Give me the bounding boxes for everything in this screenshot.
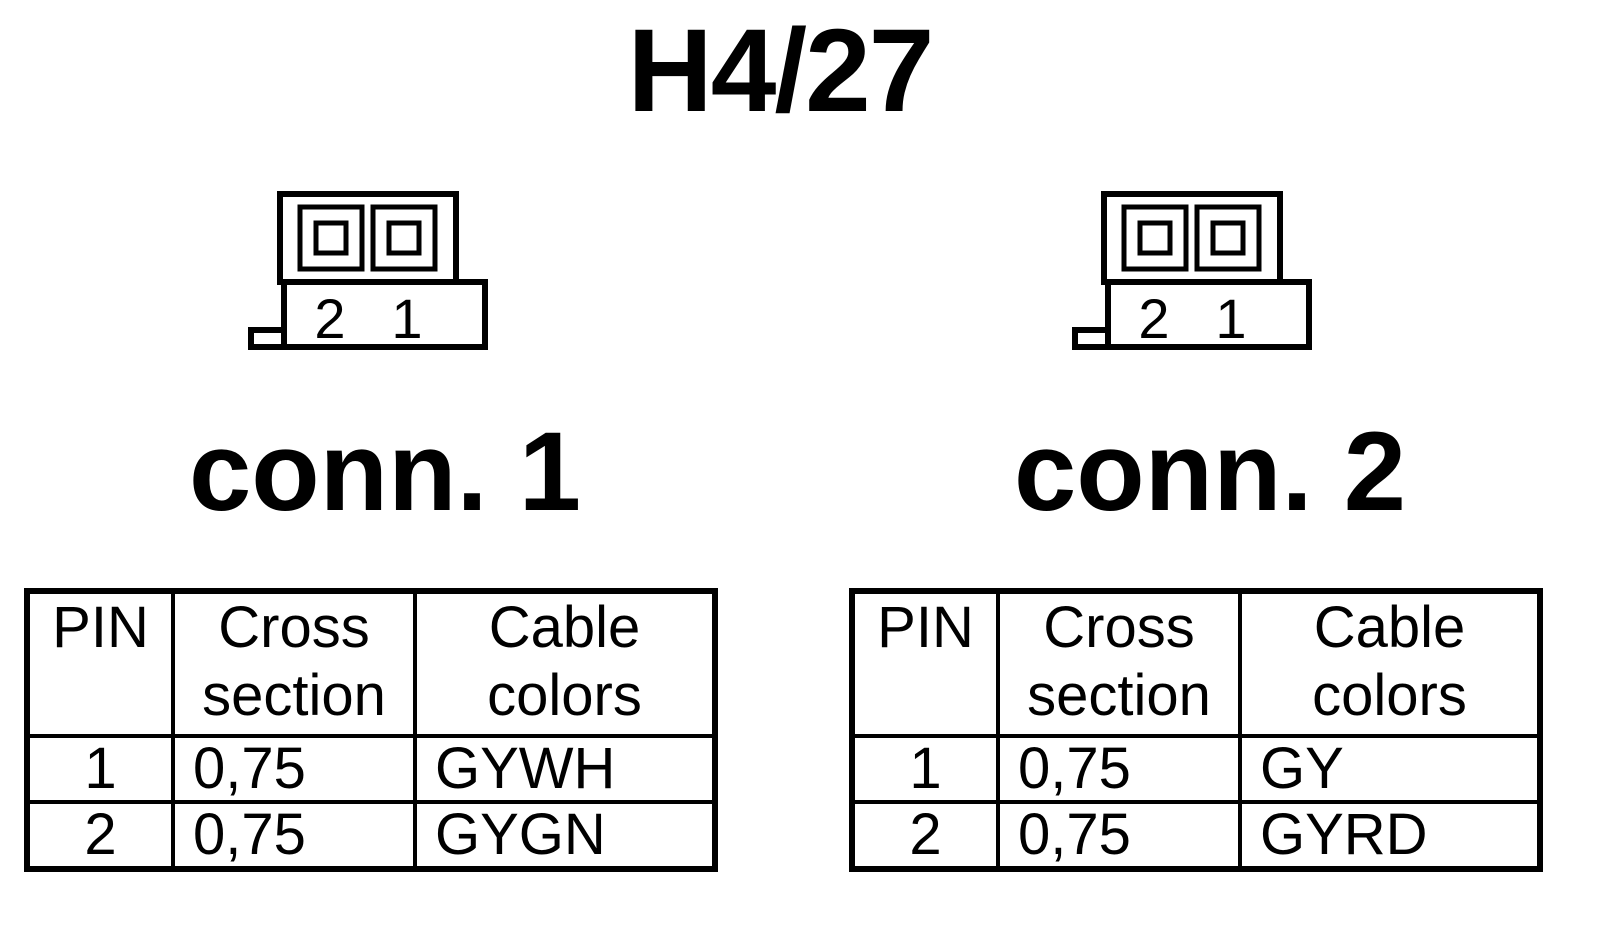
pin-cavity-inner <box>386 220 422 256</box>
cable-colors-cell: GYRD <box>1238 800 1542 871</box>
connector-base <box>281 279 488 350</box>
connector-1-drawing: 2 1 <box>248 191 488 350</box>
header-pin-text: PIN <box>877 595 974 660</box>
pin-number-label: 2 <box>1138 287 1169 350</box>
header-cross-line2: section <box>202 663 386 728</box>
pin-cell: 1 <box>850 734 1000 804</box>
pin-number-label: 1 <box>391 287 422 350</box>
table-row: 1 0,75 GY <box>850 734 1542 804</box>
connector-latch <box>248 327 287 350</box>
cross-section-cell: 0,75 <box>996 800 1242 871</box>
cable-colors-cell: GY <box>1238 734 1542 804</box>
diagram-title: H4/27 <box>627 5 935 137</box>
connector-latch <box>1072 327 1111 350</box>
table-header-row: PIN Cross section Cable colors <box>850 589 1542 738</box>
table-row: 1 0,75 GYWH <box>25 734 717 804</box>
pin-cavity-outer <box>1121 204 1189 272</box>
header-colors-line1: Cable <box>1313 595 1466 660</box>
header-cross-section: Cross section <box>171 589 417 738</box>
header-colors-line1: Cable <box>488 595 641 660</box>
table-row: 2 0,75 GYGN <box>25 800 717 871</box>
cable-colors-cell: GYGN <box>413 800 717 871</box>
header-pin: PIN <box>25 589 175 738</box>
table-header-row: PIN Cross section Cable colors <box>25 589 717 738</box>
connector-1-pin-table: PIN Cross section Cable colors 1 0,75 GY… <box>24 588 718 872</box>
pin-cavity-inner <box>313 220 349 256</box>
cross-section-cell: 0,75 <box>171 800 417 871</box>
header-cross-line1: Cross <box>218 595 370 660</box>
header-cross-line2: section <box>1027 663 1211 728</box>
connector-2-label: conn. 2 <box>1013 409 1407 534</box>
pin-cavity-inner <box>1137 220 1173 256</box>
connector-base <box>1105 279 1312 350</box>
header-cable-colors: Cable colors <box>1238 589 1542 738</box>
pin-cell: 2 <box>850 800 1000 871</box>
header-pin: PIN <box>850 589 1000 738</box>
pin-cavity-outer <box>1194 204 1262 272</box>
pin-number-label: 1 <box>1215 287 1246 350</box>
header-pin-text: PIN <box>52 595 149 660</box>
header-cable-colors: Cable colors <box>413 589 717 738</box>
header-colors-line2: colors <box>487 663 642 728</box>
pin-cavity-outer <box>297 204 365 272</box>
cable-colors-cell: GYWH <box>413 734 717 804</box>
pin-cavity-outer <box>370 204 438 272</box>
cross-section-cell: 0,75 <box>996 734 1242 804</box>
pin-cell: 2 <box>25 800 175 871</box>
header-cross-section: Cross section <box>996 589 1242 738</box>
table-row: 2 0,75 GYRD <box>850 800 1542 871</box>
connector-2-drawing: 2 1 <box>1072 191 1312 350</box>
cross-section-cell: 0,75 <box>171 734 417 804</box>
connector-2-pin-table: PIN Cross section Cable colors 1 0,75 GY… <box>849 588 1543 872</box>
header-cross-line1: Cross <box>1043 595 1195 660</box>
pin-number-label: 2 <box>314 287 345 350</box>
header-colors-line2: colors <box>1312 663 1467 728</box>
pin-cavity-inner <box>1210 220 1246 256</box>
connector-1-label: conn. 1 <box>188 409 582 534</box>
pin-cell: 1 <box>25 734 175 804</box>
